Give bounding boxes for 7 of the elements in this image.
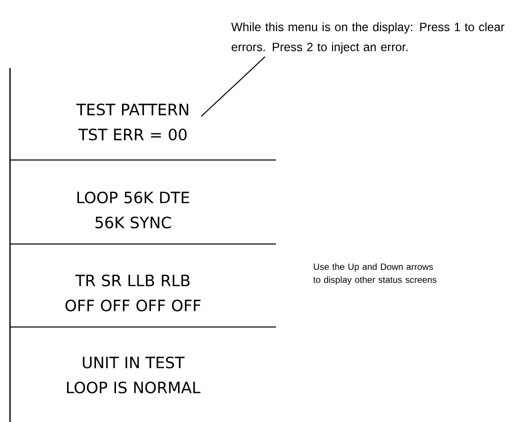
display-screen-text: TEST PATTERN TST ERR = 00 xyxy=(76,104,188,140)
side-note: Use the Up and Down arrows to display other status screens xyxy=(313,263,436,285)
display-screen-text: LOOP 56K DTE 56K SYNC xyxy=(77,192,190,228)
callout-note: While this menu is on the display: Press 1 to clear errors. Press 2 to inject an error. xyxy=(231,22,504,54)
leader-line xyxy=(200,56,266,117)
display-screen-text: TR SR LLB RLB OFF OFF OFF OFF xyxy=(65,274,200,312)
display-screen-text: UNIT IN TEST LOOP IS NORMAL xyxy=(67,356,200,394)
